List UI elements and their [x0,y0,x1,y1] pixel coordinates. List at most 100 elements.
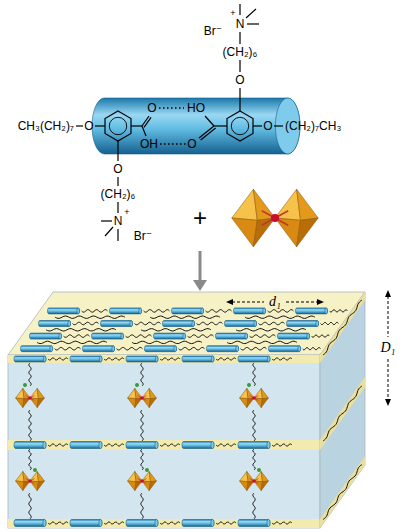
alkyl-chain [303,347,321,350]
atom-label: O [113,163,122,175]
alkyl-chain [48,522,68,524]
atom-label: O [235,74,244,86]
cylinder-body [39,321,71,327]
cylinder [238,442,270,449]
link-bond [250,479,259,484]
chemical-bond [101,220,112,221]
cylinder [14,356,46,362]
arrow-head [385,399,391,406]
alkyl-chain [37,341,107,343]
metal-atom [140,479,144,483]
cylinder [172,308,204,314]
cylinder-end [307,333,310,339]
link-bond [250,396,259,401]
cylinder-end [236,346,239,352]
atom-label: OH [140,138,158,150]
cylinder-end [316,321,319,327]
cylinder [182,442,214,449]
cylinder [207,346,239,352]
dimension-line [286,302,318,303]
chemical-bond [253,125,262,126]
spacer-chain [29,493,31,519]
alkyl-chain [216,444,236,446]
alkyl-chain [48,444,68,446]
octahedron-face [261,481,268,491]
octahedron-face [135,398,142,408]
cylinder [21,346,53,352]
chemical-bond [105,227,113,236]
cylinder-end [155,520,158,527]
molecule [76,4,300,241]
cylinder-end [245,333,248,339]
alkyl-chain [236,329,306,331]
atom-label: HO [187,102,205,114]
cylinder-end [211,356,214,362]
polyoxometalate-cluster [128,388,157,407]
cylinder [92,333,124,339]
arrow-head [385,290,391,297]
polyoxometalate-cluster [16,388,45,407]
cylinder [287,321,319,327]
cylinder [14,442,46,449]
chemical-bond [117,229,118,241]
link-bond [26,396,35,401]
cylinder-end [254,321,257,327]
alkyl-chain [321,322,339,325]
cylinder-body [110,308,142,314]
alkyl-chain [132,341,202,343]
alkyl-chain [179,347,205,350]
cylinder-end [183,333,186,339]
arrow-head [193,280,207,291]
cylinder-body [14,442,46,449]
cylinder-body [234,308,266,314]
plus-sign: + [193,206,207,230]
anchor-dot [145,468,149,472]
alkyl-chain [250,335,276,338]
cylinder [225,321,257,327]
atom-label: N [114,215,123,227]
atom-label: O [263,120,272,132]
alkyl-chain [82,310,108,313]
dimension-marks [226,290,391,406]
link-bond [138,479,147,484]
cylinder-end [77,308,80,314]
cylinder-body [172,308,204,314]
cylinder-body [14,356,46,362]
cylinder-end [130,321,133,327]
cylinder-body [14,520,46,527]
alkyl-chain [144,310,170,313]
polyoxometalate-cluster [16,471,45,490]
cylinder-end [59,333,62,339]
link-bond [26,479,35,484]
octahedron-face [232,218,257,247]
cylinder-body [216,333,248,339]
spacer-chain [29,363,31,386]
alkyl-chain [48,358,68,360]
alkyl-chain [73,322,99,325]
chemical-bond [274,125,283,126]
cylinder-body [92,333,124,339]
alkyl-chain [323,300,362,355]
cylinder-body [182,442,214,449]
cylinder [238,520,270,527]
cylinder-end [43,442,46,449]
octahedron-face [261,388,268,398]
link-bond [26,396,35,401]
surfactant-layer [320,292,365,363]
cylinder-end [155,442,158,449]
chemical-bond [247,23,259,24]
arrow-head [317,299,324,305]
benzene-ring [227,111,253,141]
block-side-face [320,292,365,528]
alkyl-chain [126,335,152,338]
cylinder [39,321,71,327]
cylinder-body [207,346,239,352]
counterion-label: Br⁻ [204,25,222,37]
spacer-chain [253,410,255,441]
anchor-dot [135,383,139,387]
surfactant-layer [8,519,320,528]
spacer-chain [253,363,255,386]
alkyl-chain [150,316,220,318]
link-bond [262,211,288,225]
